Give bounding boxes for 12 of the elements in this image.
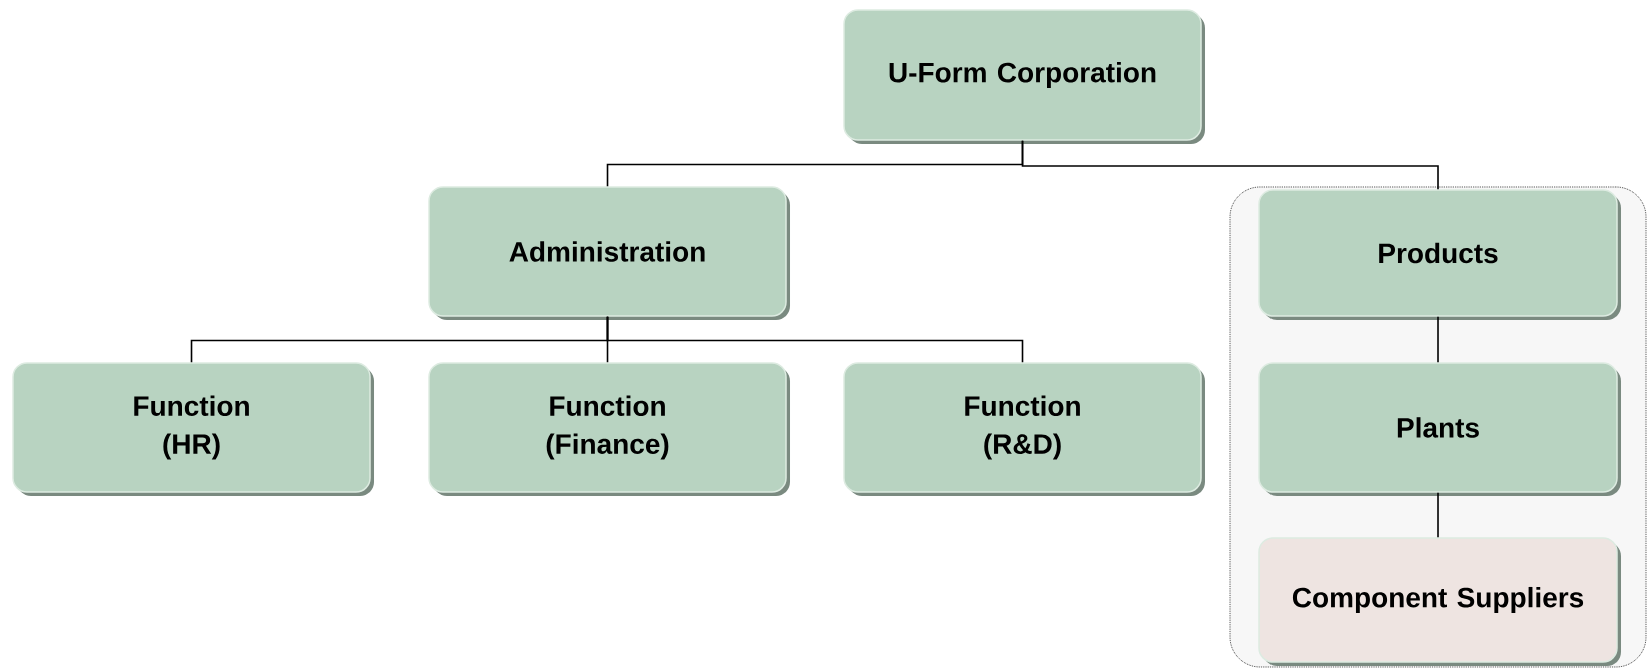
org-box: Plants (1258, 362, 1621, 496)
org-box: Function (HR) (12, 362, 374, 496)
org-box: Function (Finance) (428, 362, 790, 496)
connector-line (1021, 139, 1439, 191)
org-box: Function (R&D) (843, 362, 1205, 496)
connector-line (1437, 315, 1439, 364)
org-box: U-Form Corporation (843, 9, 1205, 144)
connector-line (1437, 491, 1439, 539)
org-box: Component Suppliers (1258, 537, 1621, 666)
org-box: Products (1258, 189, 1621, 320)
org-box: Administration (428, 186, 790, 320)
connector-line (606, 315, 1024, 364)
